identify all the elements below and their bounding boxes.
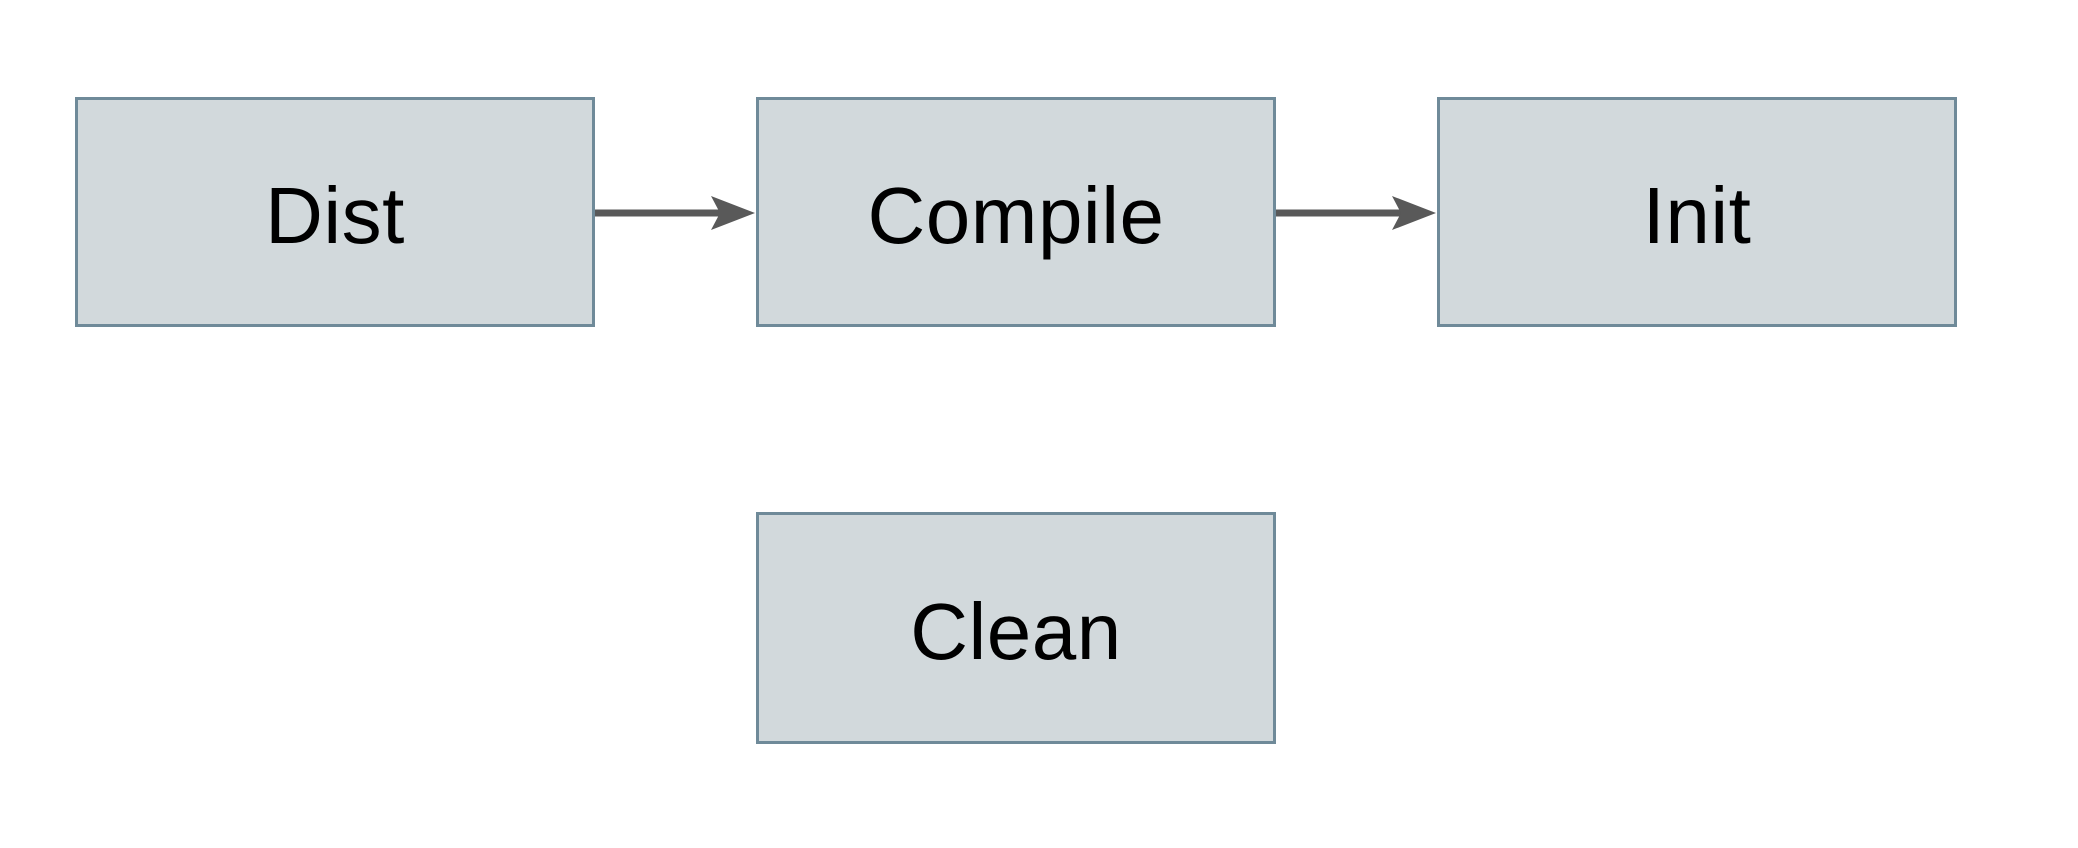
node-dist: Dist	[75, 97, 595, 327]
node-compile-label: Compile	[867, 171, 1165, 260]
edge-dist-to-compile	[595, 196, 755, 230]
arrowhead-icon	[1392, 196, 1436, 230]
node-dist-label: Dist	[265, 171, 405, 260]
node-clean: Clean	[756, 512, 1276, 744]
node-compile: Compile	[756, 97, 1276, 327]
node-init: Init	[1437, 97, 1957, 327]
node-init-label: Init	[1642, 171, 1752, 260]
arrowhead-icon	[711, 196, 755, 230]
node-clean-label: Clean	[910, 587, 1122, 676]
edge-compile-to-init	[1276, 196, 1436, 230]
